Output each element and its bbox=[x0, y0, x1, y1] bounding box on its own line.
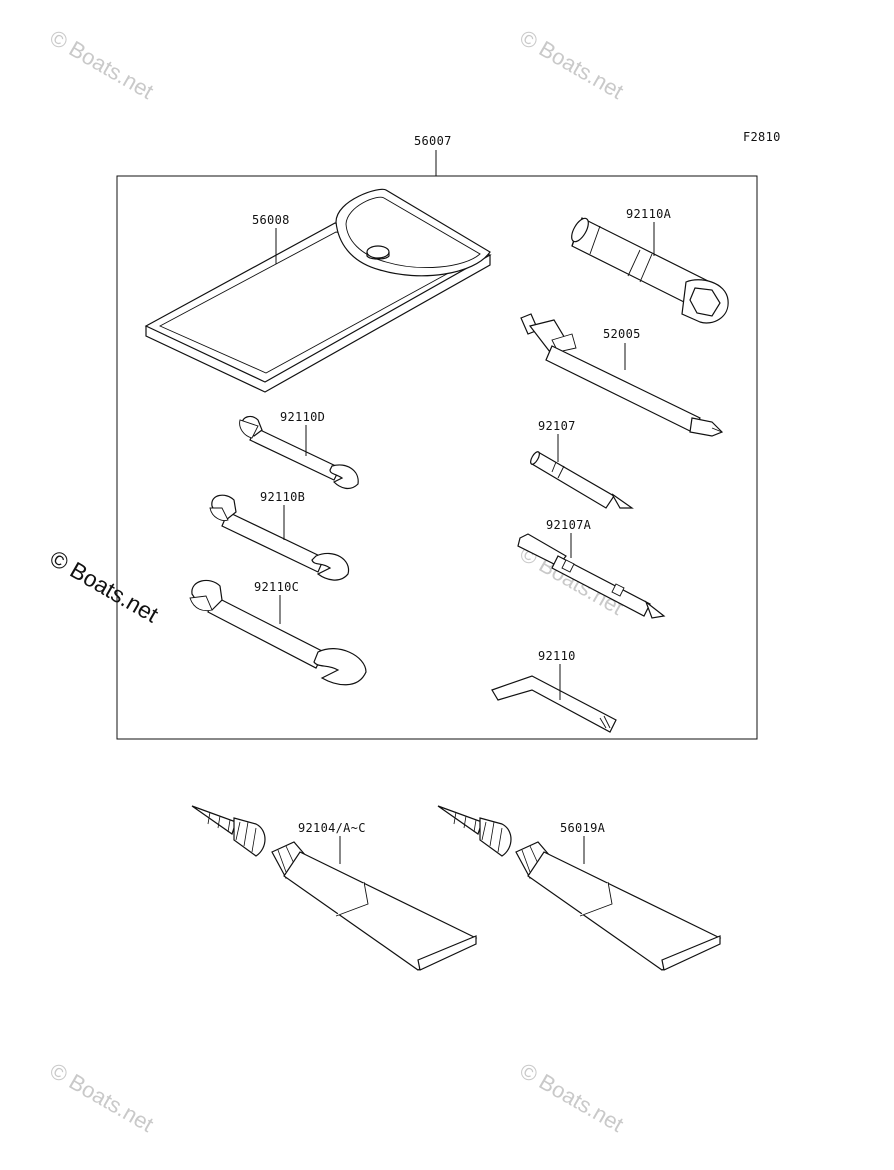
grease-tube-1 bbox=[191, 805, 478, 971]
watermark-top-left: © Boats.net bbox=[46, 25, 158, 104]
svg-text:© Boats.net: © Boats.net bbox=[46, 25, 158, 104]
svg-text:© Boats.net: © Boats.net bbox=[516, 1058, 628, 1137]
open-wrench-small bbox=[239, 415, 359, 490]
label-56019A: 56019A bbox=[560, 821, 606, 835]
label-92104: 92104/A~C bbox=[298, 821, 366, 835]
watermark-bottom-left: © Boats.net bbox=[46, 1058, 158, 1137]
label-92107A: 92107A bbox=[546, 518, 592, 532]
extension-bar bbox=[520, 313, 724, 437]
label-56008: 56008 bbox=[252, 213, 290, 227]
svg-text:© Boats.net: © Boats.net bbox=[516, 25, 628, 104]
tool-kit-frame bbox=[116, 175, 758, 740]
label-92110C: 92110C bbox=[254, 580, 299, 594]
svg-text:© Boats.net: © Boats.net bbox=[46, 545, 164, 628]
open-wrench-large bbox=[189, 579, 367, 686]
box-wrench bbox=[571, 217, 729, 324]
hex-key bbox=[491, 675, 617, 733]
label-92110B: 92110B bbox=[260, 490, 305, 504]
double-screwdriver-bit bbox=[517, 533, 666, 619]
label-56007: 56007 bbox=[414, 134, 452, 148]
watermark-top-right: © Boats.net bbox=[516, 25, 628, 104]
watermark-bottom-right: © Boats.net bbox=[516, 1058, 628, 1137]
svg-text:© Boats.net: © Boats.net bbox=[46, 1058, 158, 1137]
label-92110D: 92110D bbox=[280, 410, 325, 424]
label-92107: 92107 bbox=[538, 419, 576, 433]
label-92110: 92110 bbox=[538, 649, 576, 663]
open-wrench-medium bbox=[209, 494, 350, 581]
watermark-dark: © Boats.net bbox=[46, 545, 164, 628]
figure-code: F2810 bbox=[743, 130, 781, 144]
label-52005: 52005 bbox=[603, 327, 641, 341]
tool-pouch bbox=[144, 188, 492, 393]
grease-tube-2 bbox=[437, 805, 722, 971]
label-92110A: 92110A bbox=[626, 207, 672, 221]
screwdriver-bit bbox=[530, 451, 634, 509]
